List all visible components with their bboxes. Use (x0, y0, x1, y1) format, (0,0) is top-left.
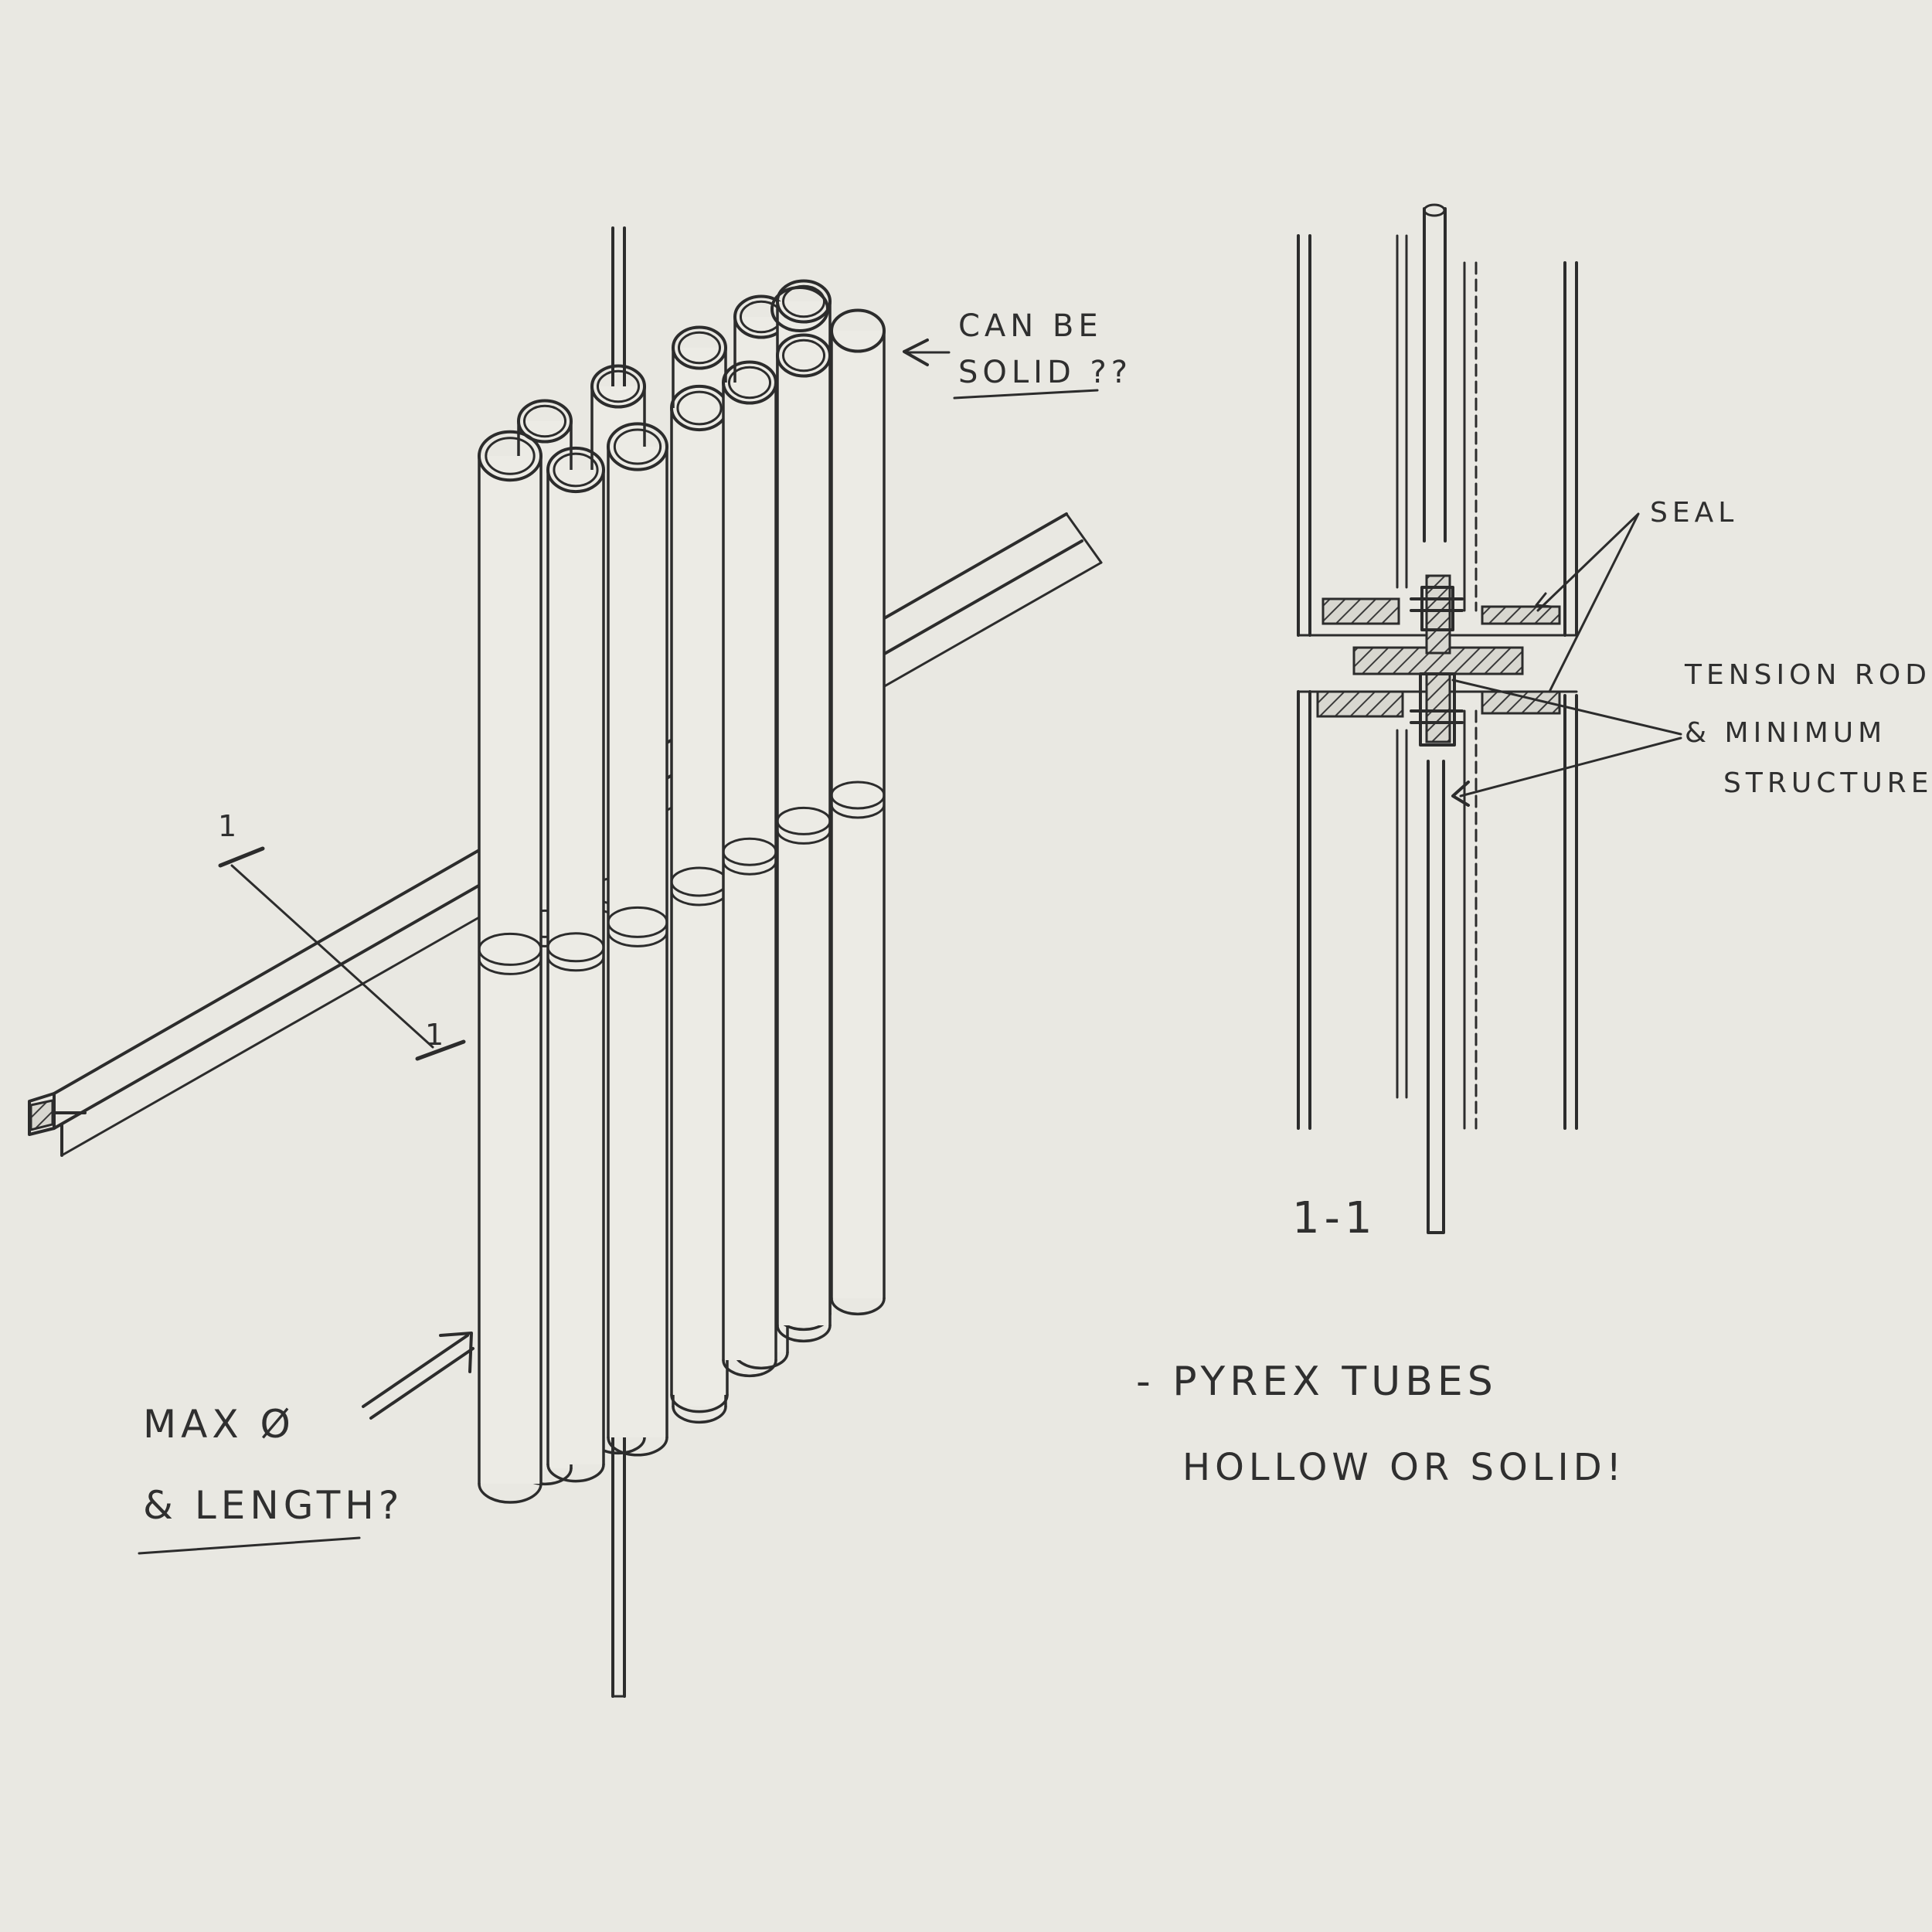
pyrex-tube-bundle (478, 279, 886, 1504)
seal-block-upper-right (1481, 605, 1561, 625)
seal-leader-lines (1536, 512, 1640, 693)
section-mark-top: 1 (218, 809, 241, 843)
tension-leader-arrow (1451, 781, 1470, 807)
pyrex-tube (670, 384, 729, 1413)
section-mark-bottom: 1 (425, 1018, 448, 1052)
minimum-label: & MINIMUM (1685, 717, 1886, 749)
hollow-or-solid-label: HOLLOW OR SOLID! (1182, 1446, 1626, 1489)
arrow-max-diameter (362, 1332, 474, 1420)
pyrex-tubes-label: - PYREX TUBES (1136, 1359, 1498, 1405)
section-1-1-detail (1297, 203, 1682, 1234)
max-length-label: & LENGTH? (143, 1483, 403, 1528)
underline-max-length (138, 1536, 361, 1555)
can-be-solid-line1: CAN BE (958, 308, 1103, 344)
tension-rod-lower (1427, 760, 1445, 1234)
arrow-can-be-solid (903, 338, 951, 366)
tension-rods-label: TENSION RODS (1684, 659, 1932, 691)
tension-rod-top (1423, 203, 1446, 217)
max-diameter-label: MAX Ø (143, 1402, 295, 1447)
structure-label: STRUCTURE (1723, 767, 1932, 799)
section-cut-marker (218, 846, 466, 1061)
solid-tube-cap (770, 286, 829, 332)
pyrex-tube (546, 446, 605, 1483)
seal-block-upper-left (1321, 597, 1400, 625)
tension-connector (1352, 574, 1524, 747)
pyrex-tube (478, 430, 543, 1504)
seal-leader-arrow (1535, 592, 1553, 608)
pyrex-tube (776, 333, 832, 1343)
section-title: 1-1 (1292, 1193, 1376, 1243)
pyrex-tube (607, 422, 668, 1457)
annotations: CAN BE SOLID ?? 1 1 MAX Ø & LENGTH? SEAL… (143, 308, 1932, 1528)
seal-block-lower-left (1316, 690, 1404, 718)
isometric-tube-sketch (28, 226, 1103, 1698)
pyrex-tube (722, 360, 777, 1378)
pyrex-tube (830, 308, 886, 1316)
underline-can-be-solid (953, 389, 1099, 400)
tension-leader-lines (1451, 679, 1682, 798)
can-be-solid-line2: SOLID ?? (958, 355, 1132, 390)
seal-label: SEAL (1650, 497, 1738, 529)
tension-rod-upper (1423, 207, 1447, 543)
